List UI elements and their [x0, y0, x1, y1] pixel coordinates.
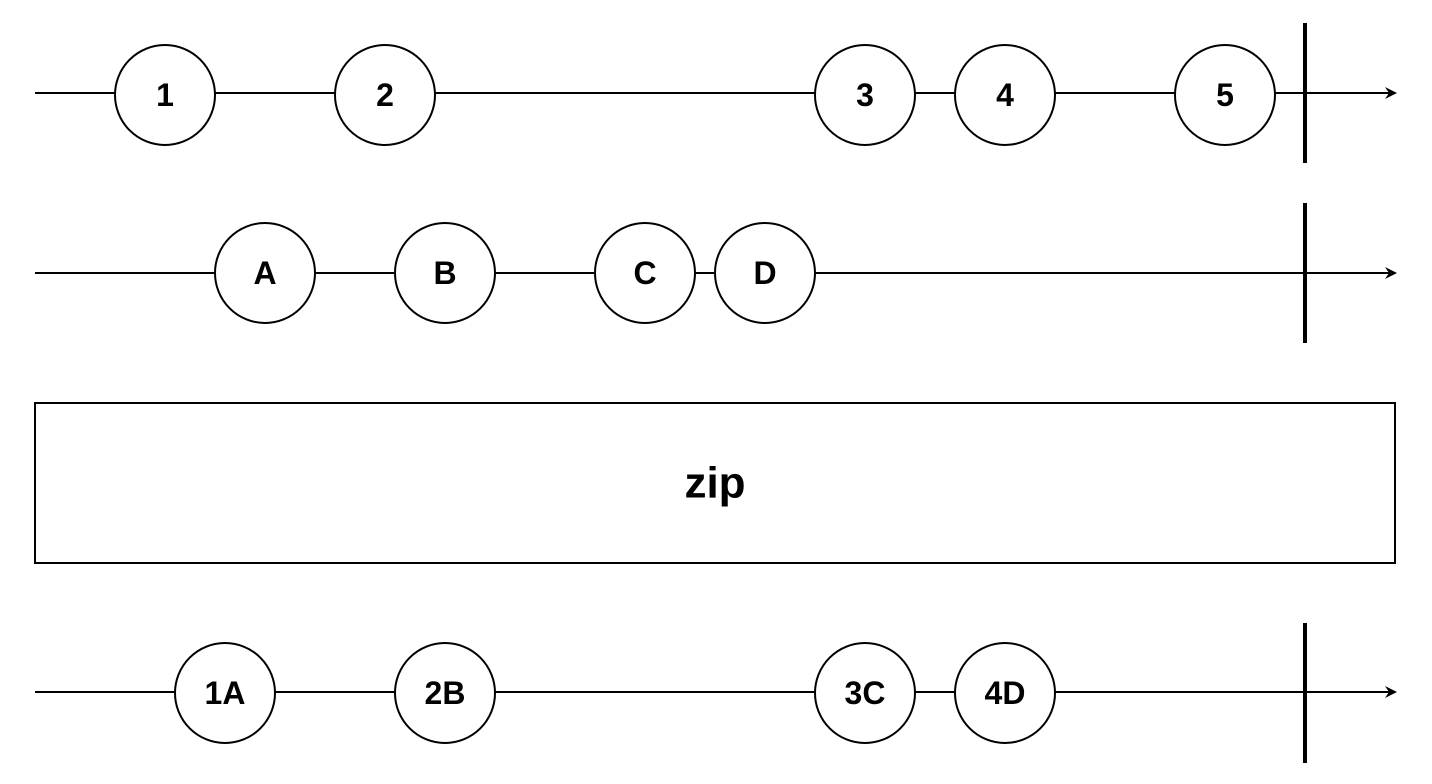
marble-label: D [753, 255, 776, 291]
marble: B [394, 222, 496, 324]
marble-label: 3C [845, 675, 886, 711]
marble: C [594, 222, 696, 324]
marble: A [214, 222, 316, 324]
marble: 3 [814, 44, 916, 146]
marble-label: 2 [376, 77, 394, 113]
marble-label: 3 [856, 77, 874, 113]
marble: 5 [1174, 44, 1276, 146]
marble-label: A [253, 255, 276, 291]
marble: 1A [174, 642, 276, 744]
operator-label: zip [684, 459, 745, 508]
operator-box: zip [34, 402, 1396, 564]
marble: D [714, 222, 816, 324]
marble-label: 1A [205, 675, 246, 711]
stream-numbers: 1 2 3 4 5 [35, 23, 1397, 163]
marble: 1 [114, 44, 216, 146]
marble-label: B [433, 255, 456, 291]
marble: 2 [334, 44, 436, 146]
marble-label: 5 [1216, 77, 1234, 113]
marble-label: 4 [996, 77, 1014, 113]
stream-letters: A B C D [35, 203, 1397, 343]
marble-label: 4D [985, 675, 1026, 711]
marble-label: 1 [156, 77, 174, 113]
marble: 3C [814, 642, 916, 744]
marble-label: C [633, 255, 656, 291]
marble-label: 2B [425, 675, 466, 711]
stream-output: 1A 2B 3C 4D [35, 623, 1397, 763]
marble: 4 [954, 44, 1056, 146]
marble: 2B [394, 642, 496, 744]
marble: 4D [954, 642, 1056, 744]
